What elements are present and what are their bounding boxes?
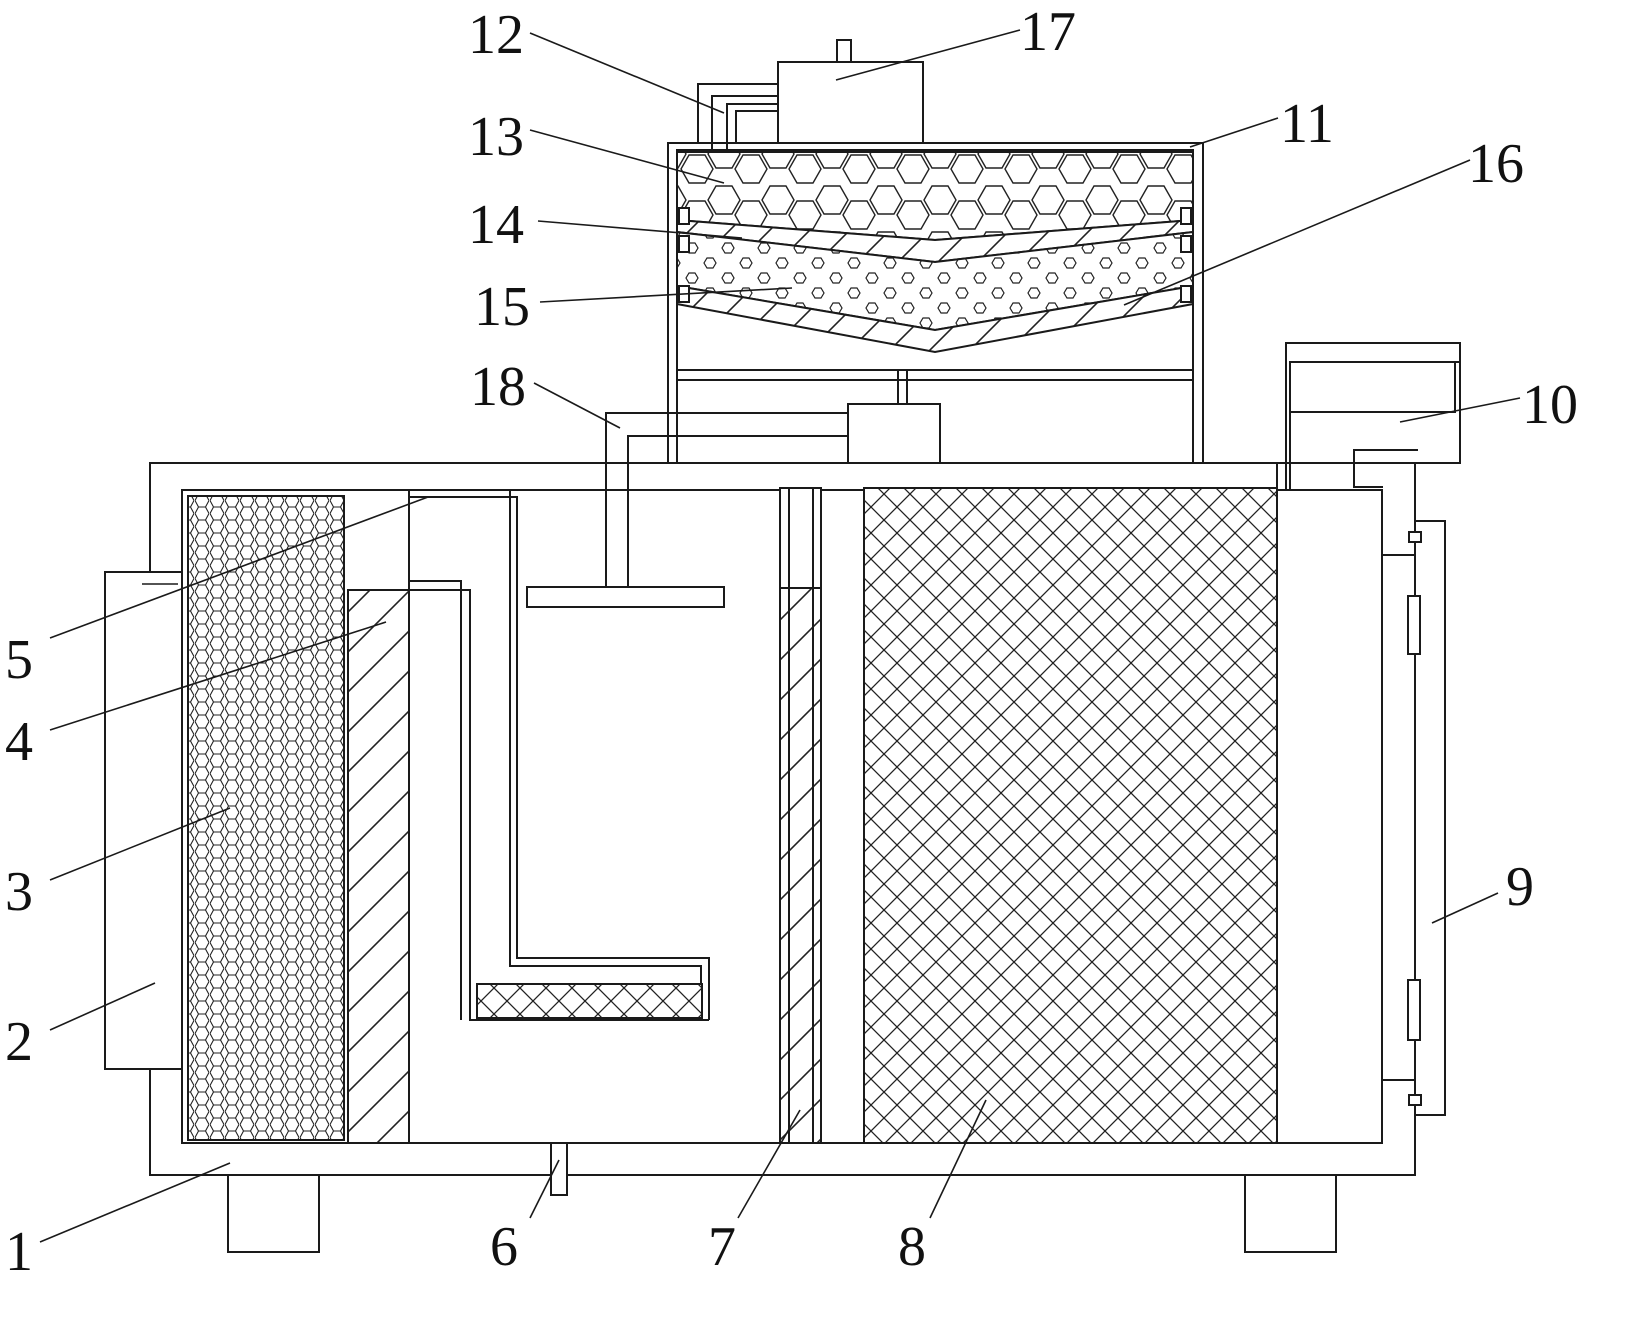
label-14: 14 [468,194,524,256]
leader-14 [537,220,743,239]
leader-11 [1189,117,1279,148]
bracket-r1 [1180,207,1192,225]
fan-pipe-outer [697,83,778,143]
label-1: 1 [5,1221,33,1283]
label-18: 18 [470,356,526,418]
leader-9 [1431,892,1499,924]
leader-12 [529,32,725,114]
label-7: 7 [708,1216,736,1278]
leader-1 [39,1162,231,1243]
left-foot [227,1174,320,1253]
outlet-port-lines [1289,361,1460,490]
fan-pipe-inner-a [726,103,778,152]
leader-13 [529,129,725,184]
pump [847,403,941,464]
outlet-chimney-inner [1353,449,1418,488]
l-pipe-wall-b [509,490,702,984]
pump-pipe-inner [627,435,848,587]
label-11: 11 [1280,93,1334,155]
fan-pipe-inner-b [735,110,778,143]
leader-4 [49,621,387,731]
hinge-top [1407,595,1421,655]
bracket-l2 [678,235,690,253]
bracket-r2 [1180,235,1192,253]
label-5: 5 [5,629,33,691]
bracket-l1 [678,207,690,225]
label-2: 2 [5,1011,33,1073]
distributor-plate [526,586,725,608]
l-pipe-outer [409,496,710,1020]
label-16: 16 [1468,133,1524,195]
label-13: 13 [468,106,524,168]
latch-top [1408,531,1422,543]
l-pipe-inner [409,589,709,1021]
outlet-port [1289,361,1456,413]
mesh-block [863,487,1278,1144]
leader-16 [1123,159,1471,306]
pump-pipe-outer [605,412,848,587]
label-12: 12 [468,4,524,66]
baffle-upper [779,487,822,589]
bracket-r3 [1180,285,1192,303]
label-15: 15 [474,276,530,338]
inlet-box [104,571,183,1070]
drain-pipe [550,1142,568,1196]
leader-5 [49,496,429,639]
right-foot [1244,1174,1337,1253]
label-3: 3 [5,861,33,923]
leader-17 [835,29,1021,81]
label-17: 17 [1020,1,1076,63]
label-10: 10 [1522,374,1578,436]
honeycomb-filter [187,495,345,1141]
diagonal-filter-column [347,589,410,1144]
outlet-chimney-outer [1285,342,1461,491]
leader-7 [737,1109,801,1219]
label-8: 8 [898,1216,926,1278]
label-4: 4 [5,711,33,773]
leader-15 [539,287,793,303]
leader-10 [1399,397,1521,423]
l-pipe-filter [476,983,703,1019]
fan-box [777,61,924,144]
l-pipe-wall-a [409,580,462,1020]
leader-3 [49,807,231,881]
latch-bottom [1408,1094,1422,1106]
fan-pipe-mid [711,95,778,152]
hinge-bottom [1407,979,1421,1041]
leader-2 [49,982,156,1031]
leader-6 [529,1159,560,1219]
leader-18 [533,382,621,429]
label-6: 6 [490,1216,518,1278]
baffle-filter [779,587,822,1144]
fan-shaft [836,39,852,63]
leader-8 [929,1099,987,1219]
label-9: 9 [1506,856,1534,918]
lower-v-plate [676,284,1194,354]
